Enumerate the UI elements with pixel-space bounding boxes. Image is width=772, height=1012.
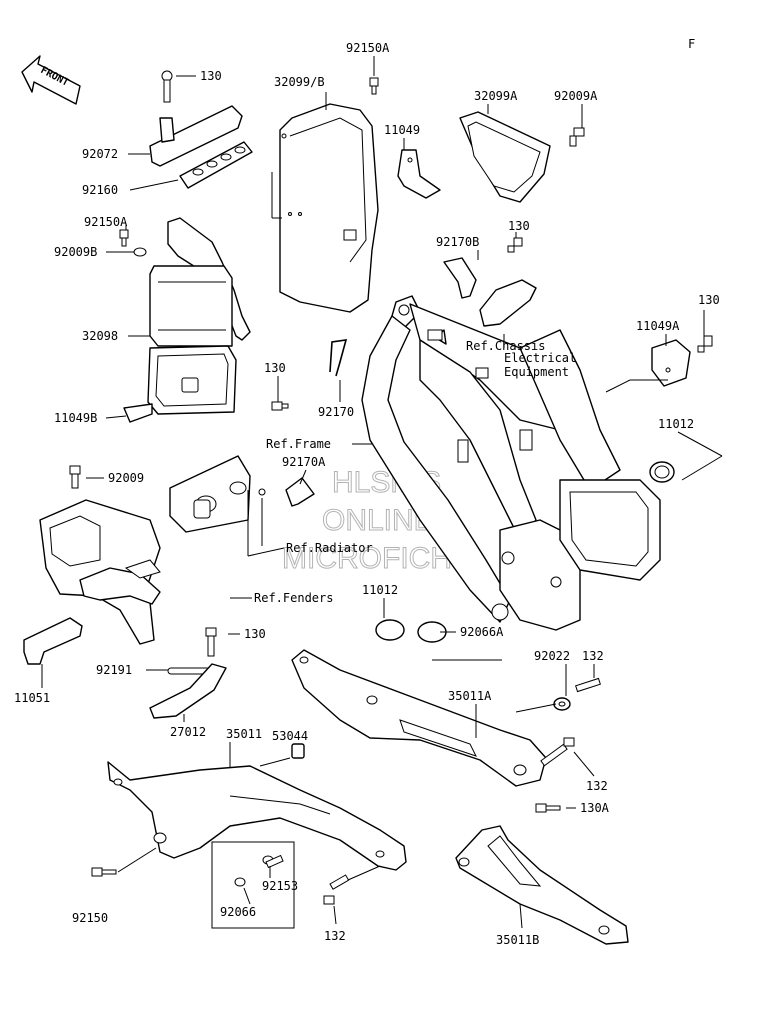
bracket-11049 <box>397 149 441 199</box>
bolt-92009a-icon <box>569 127 585 147</box>
cover-32099a <box>459 111 551 203</box>
label-ref-frame: Ref.Frame <box>266 437 331 451</box>
bolt-130-c-icon <box>205 627 217 657</box>
label-ref-fenders: Ref.Fenders <box>254 591 333 605</box>
cover-35011 <box>107 761 407 871</box>
plug-11012-mid-icon <box>375 619 405 641</box>
bolt-92153-icon <box>262 854 284 869</box>
cover-32099b <box>279 103 379 313</box>
label-92170a: 92170A <box>282 455 326 469</box>
part-labels: 130 92072 92160 92150A 32099/B 11049 320… <box>14 41 720 947</box>
label-11049: 11049 <box>384 123 420 137</box>
label-92150: 92150 <box>72 911 108 925</box>
bracket-11051 <box>23 617 83 665</box>
label-130-right: 130 <box>698 293 720 307</box>
cover-35011a <box>291 649 547 787</box>
grommet-92009b-icon <box>133 247 147 257</box>
label-35011a: 35011A <box>448 689 492 703</box>
inset-box <box>211 841 295 929</box>
label-11012-mid: 11012 <box>362 583 398 597</box>
bracket-radiator <box>169 455 266 533</box>
clip-11049b-icon <box>123 403 153 423</box>
label-130-b: 130 <box>508 219 530 233</box>
label-35011b: 35011B <box>496 933 539 947</box>
leader-lines <box>41 56 723 929</box>
bolt-92150a-top-icon <box>369 77 379 95</box>
bracket-92072 <box>149 70 243 167</box>
bolt-130-b-icon <box>507 237 523 253</box>
gasket-11049b <box>147 345 237 415</box>
plug-11012-right-icon <box>649 461 675 483</box>
bolt-132-mid-icon <box>540 737 575 767</box>
label-92066: 92066 <box>220 905 256 919</box>
label-ref-chassis-2: Electrical <box>504 351 576 365</box>
front-arrow-icon: FRONT <box>21 55 81 105</box>
label-92150a-top: 92150A <box>346 41 390 55</box>
label-92072: 92072 <box>82 147 118 161</box>
label-92170b: 92170B <box>436 235 479 249</box>
label-92022: 92022 <box>534 649 570 663</box>
label-130-c: 130 <box>244 627 266 641</box>
label-11012-right: 11012 <box>658 417 694 431</box>
label-11051: 11051 <box>14 691 50 705</box>
label-132-top: 132 <box>582 649 604 663</box>
label-92160: 92160 <box>82 183 118 197</box>
label-92009b: 92009B <box>54 245 97 259</box>
bolt-130-right-icon <box>697 335 713 353</box>
label-92191: 92191 <box>96 663 132 677</box>
grommet-92066-icon <box>234 877 246 887</box>
label-ref-radiator: Ref.Radiator <box>286 541 373 555</box>
label-92153: 92153 <box>262 879 298 893</box>
label-130-mid: 130 <box>264 361 286 375</box>
clip-92170a-icon <box>285 477 315 507</box>
bolt-92150a-left-icon <box>119 229 129 247</box>
bolt-92009-icon <box>69 465 81 489</box>
label-130-top: 130 <box>200 69 222 83</box>
bolt-130a-icon <box>535 803 561 813</box>
label-53044: 53044 <box>272 729 308 743</box>
label-35011: 35011 <box>226 727 262 741</box>
label-ref-chassis-3: Equipment <box>504 365 569 379</box>
label-32098: 32098 <box>82 329 118 343</box>
frame-assembly <box>361 295 661 631</box>
label-92170: 92170 <box>318 405 354 419</box>
bolt-92150-icon <box>91 867 117 877</box>
label-132-mid: 132 <box>586 779 608 793</box>
bolt-130-mid-icon <box>271 401 289 411</box>
label-132-bot: 132 <box>324 929 346 943</box>
label-92009a: 92009A <box>554 89 598 103</box>
cover-35011b <box>455 825 629 945</box>
bracket-11049a <box>651 339 691 387</box>
label-92066a: 92066A <box>460 625 504 639</box>
holder-92160 <box>179 141 253 189</box>
bolt-132-bot-icon <box>323 874 350 905</box>
bracket-92170b <box>443 257 537 327</box>
washer-92022-icon <box>553 697 571 711</box>
label-ref-chassis-1: Ref.Chassis <box>466 339 545 353</box>
label-92009: 92009 <box>108 471 144 485</box>
label-27012: 27012 <box>170 725 206 739</box>
label-130a: 130A <box>580 801 610 815</box>
label-11049b: 11049B <box>54 411 97 425</box>
tray-lower-left <box>39 499 161 645</box>
page-corner-letter: F <box>688 37 695 51</box>
clip-53044-icon <box>291 743 305 759</box>
bolt-132-top-icon <box>575 677 601 693</box>
clip-92170-icon <box>329 339 348 377</box>
label-32099b: 32099/B <box>274 75 325 89</box>
bracket-27012 <box>149 663 227 719</box>
label-92150a-left: 92150A <box>84 215 128 229</box>
label-32099a: 32099A <box>474 89 518 103</box>
case-32098 <box>149 265 233 347</box>
label-11049a: 11049A <box>636 319 680 333</box>
